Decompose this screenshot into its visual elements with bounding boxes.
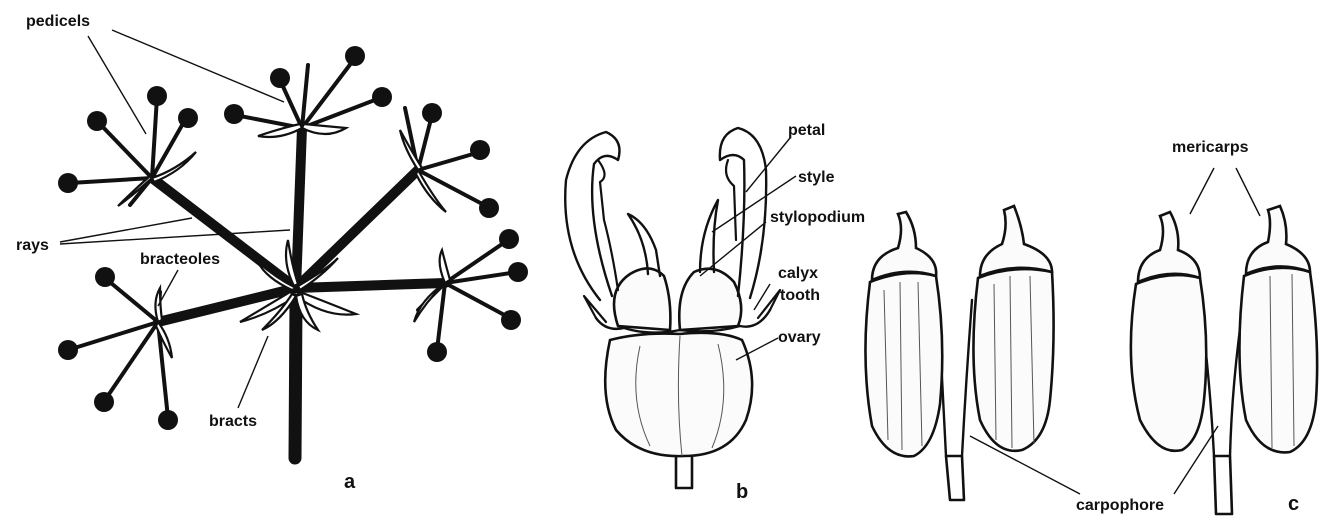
umbellet-left <box>58 267 178 430</box>
mericarp-left-2 <box>973 269 1053 451</box>
mericarp-right-2 <box>1239 268 1317 453</box>
ray-top <box>296 128 302 288</box>
panel-letter-b: b <box>736 481 748 503</box>
label-bracts: bracts <box>209 413 257 430</box>
flower-petal-left <box>565 132 619 300</box>
flower-stylopodium <box>614 268 670 330</box>
carpophore-left <box>946 456 964 500</box>
mericarp-left-1 <box>865 273 942 456</box>
label-bracteoles: bracteoles <box>140 251 220 268</box>
panel-c-fruits: mericarps carpophore c <box>865 139 1317 515</box>
panel-a-umbel: pedicels rays bracteoles bracts a <box>16 13 528 493</box>
panel-letter-a: a <box>344 471 356 493</box>
label-pedicels: pedicels <box>26 13 90 30</box>
label-mericarps: mericarps <box>1172 139 1249 156</box>
label-rays: rays <box>16 237 49 254</box>
label-style: style <box>798 169 835 186</box>
mericarp-right-1 <box>1131 275 1206 451</box>
label-tooth: tooth <box>780 287 820 304</box>
ray-upper-left <box>152 178 296 288</box>
main-stem <box>295 300 296 458</box>
label-ovary: ovary <box>778 329 821 346</box>
flower-style <box>628 214 660 276</box>
label-calyx: calyx <box>778 265 818 282</box>
label-petal: petal <box>788 122 825 139</box>
ray-upper-right <box>296 170 418 288</box>
panel-letter-c: c <box>1288 493 1299 515</box>
flower-petal-right <box>720 128 766 298</box>
umbellet-upper-right <box>400 103 499 218</box>
label-carpophore: carpophore <box>1076 497 1164 514</box>
panel-a-leaders <box>60 30 290 408</box>
carpophore-right <box>1214 456 1232 514</box>
panel-b-flower: petal style stylopodium calyx tooth ovar… <box>565 122 865 503</box>
umbellet-right <box>414 229 528 362</box>
ray-right <box>296 283 445 288</box>
label-stylopodium: stylopodium <box>770 209 865 226</box>
umbellet-top <box>224 46 392 137</box>
